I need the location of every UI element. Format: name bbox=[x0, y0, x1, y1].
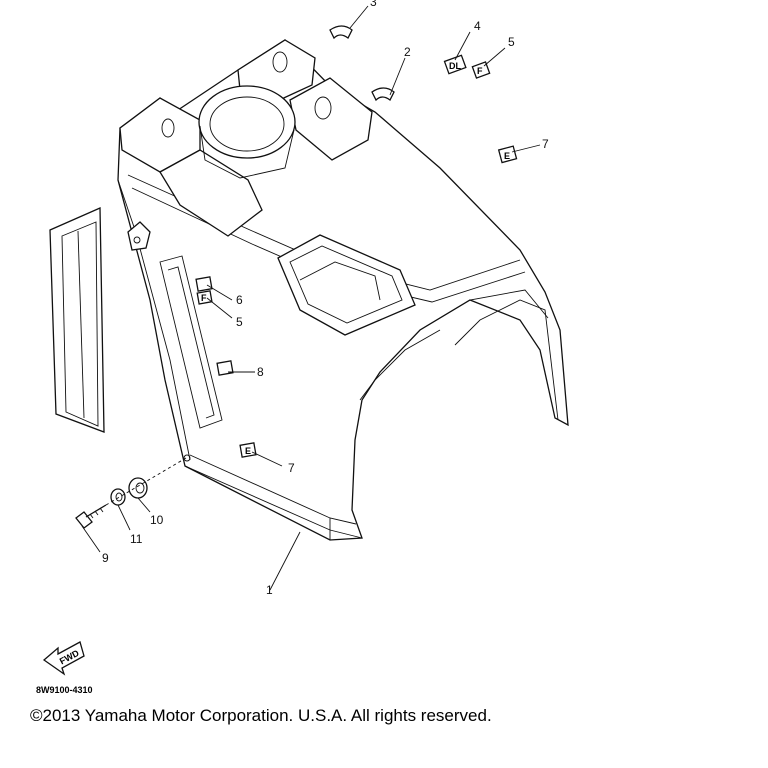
grommet-10 bbox=[128, 477, 148, 499]
decal-e-top-letter: E bbox=[504, 151, 510, 161]
part-code: 8W9100-4310 bbox=[36, 685, 93, 695]
callout-9: 9 bbox=[102, 551, 109, 565]
decal-dl-top: DL bbox=[443, 54, 467, 75]
center-opening bbox=[277, 234, 416, 336]
front-arrow-icon: FWD bbox=[42, 641, 85, 676]
collar-11 bbox=[110, 488, 126, 506]
decal-dl-top-letter: DL bbox=[449, 61, 461, 71]
decal-e-top: E bbox=[497, 145, 518, 164]
callout-11: 11 bbox=[130, 532, 143, 546]
speedometer-opening bbox=[198, 85, 296, 179]
decal-f-top: F bbox=[471, 61, 491, 79]
callout-6: 6 bbox=[236, 293, 243, 307]
callout-5-top: 5 bbox=[508, 35, 515, 49]
knob-cap-3 bbox=[329, 25, 353, 40]
callout-2: 2 bbox=[404, 45, 411, 59]
copyright-notice: ©2013 Yamaha Motor Corporation. U.S.A. A… bbox=[30, 706, 492, 725]
switch-housing-left bbox=[119, 97, 263, 237]
callout-8: 8 bbox=[257, 365, 264, 379]
callout-1: 1 bbox=[266, 583, 273, 597]
leader-lines bbox=[81, 5, 541, 591]
callout-5-side: 5 bbox=[236, 315, 243, 329]
callout-7-top: 7 bbox=[542, 137, 549, 151]
decal-e-side: E bbox=[239, 442, 257, 458]
knob-cap-2 bbox=[371, 87, 395, 102]
decal-e-side-letter: E bbox=[245, 446, 251, 456]
decal-side-8 bbox=[216, 360, 234, 376]
bolt-9 bbox=[75, 504, 107, 529]
callout-7-side: 7 bbox=[288, 461, 295, 475]
decal-f-top-letter: F bbox=[477, 66, 483, 76]
fender-flap bbox=[49, 207, 105, 433]
callout-4: 4 bbox=[474, 19, 481, 33]
assembly-line bbox=[105, 457, 187, 506]
callout-3: 3 bbox=[370, 0, 377, 9]
decal-f-side-letter: F bbox=[201, 293, 207, 303]
callout-10: 10 bbox=[150, 513, 164, 527]
decal-dl-side bbox=[195, 276, 213, 292]
decal-f-side: F bbox=[196, 290, 213, 305]
